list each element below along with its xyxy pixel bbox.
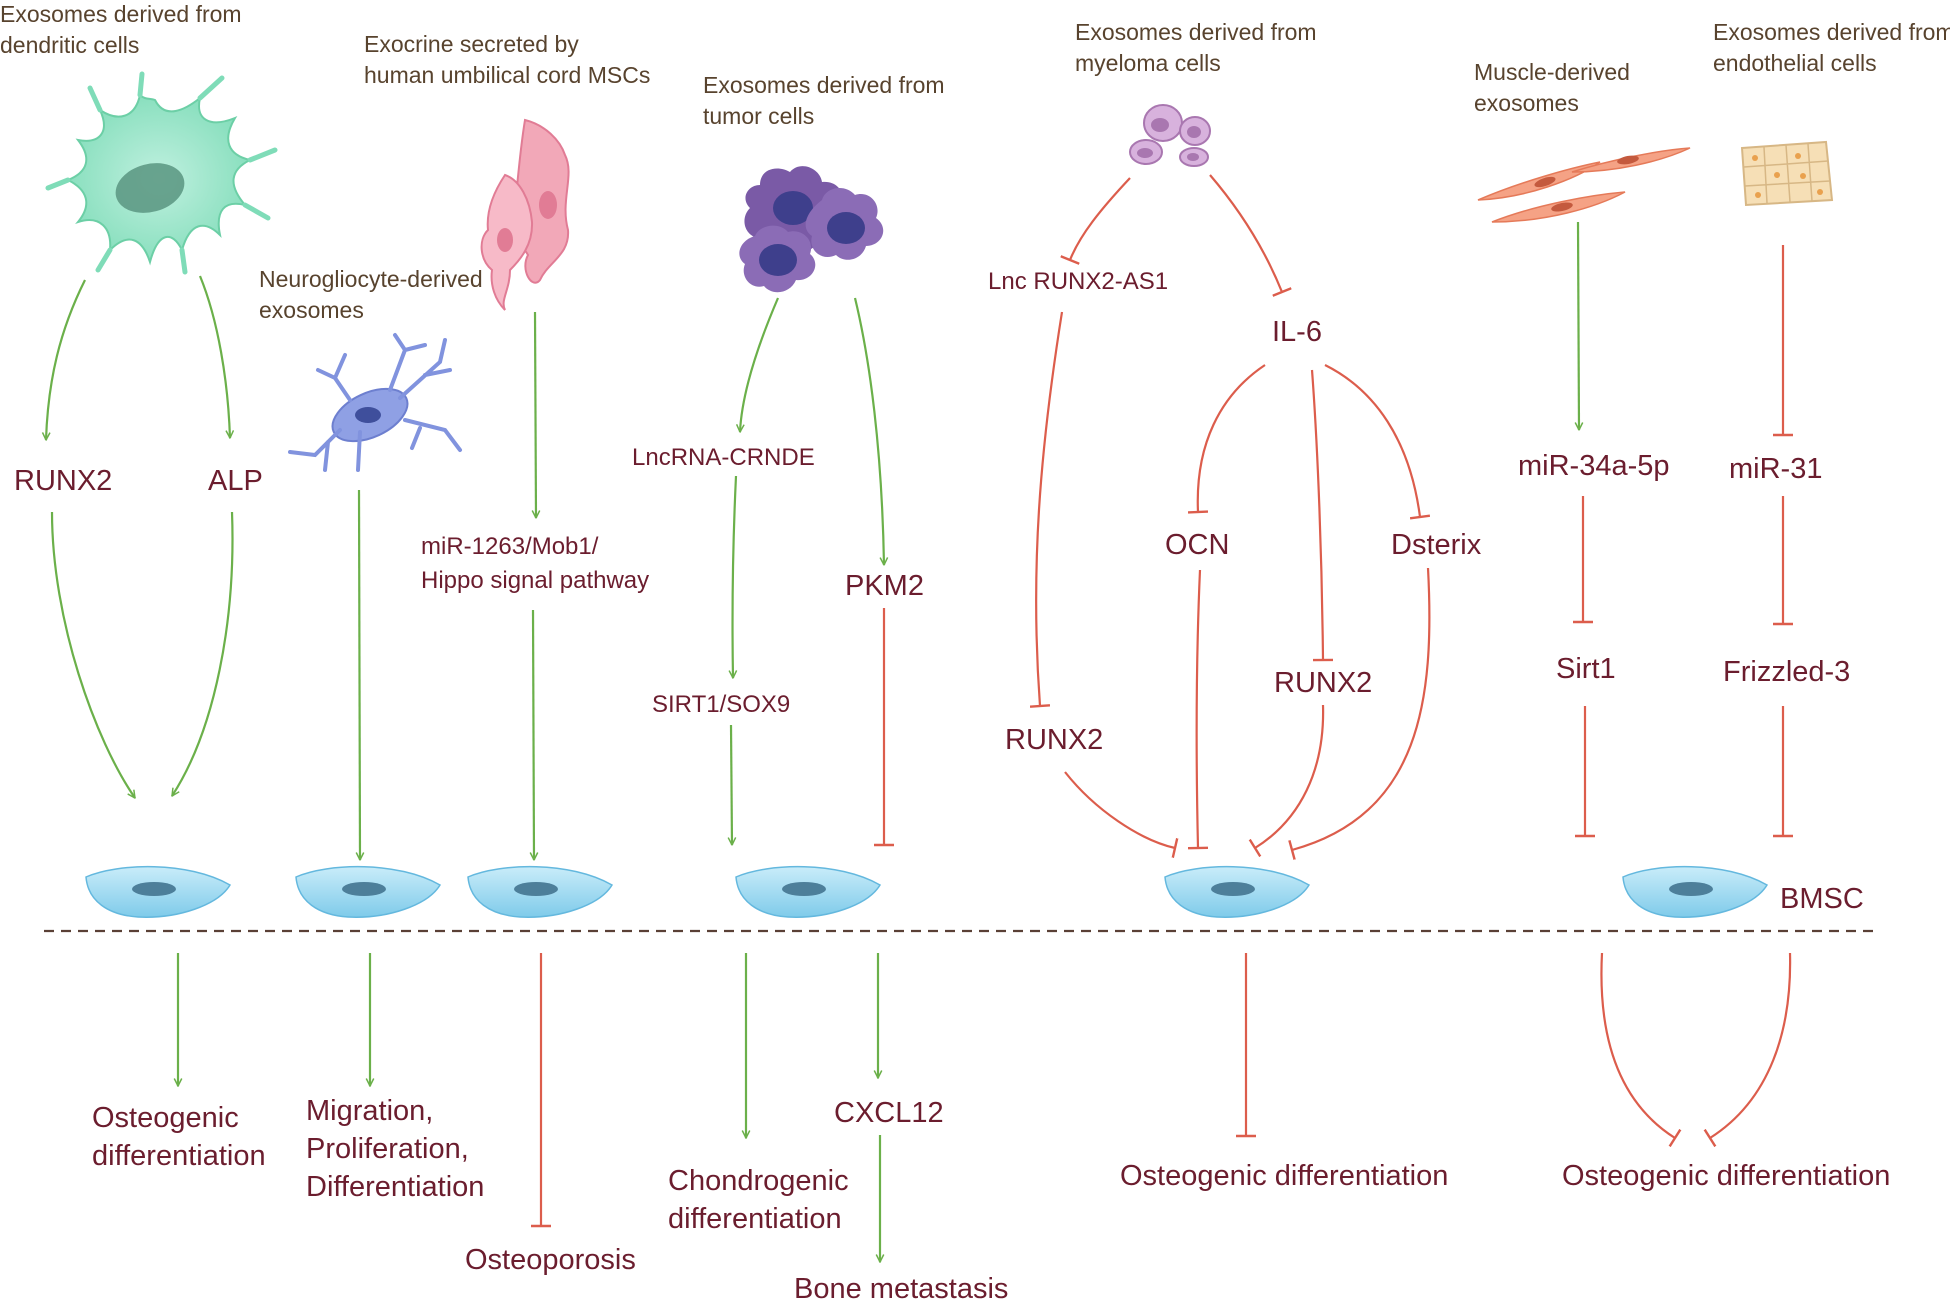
mediator-il6: IL-6	[1272, 316, 1322, 348]
source-tumor-line2: tumor cells	[703, 103, 814, 129]
dendritic-cell-icon	[45, 71, 278, 275]
outcome-chondrogenic: Chondrogenic differentiation	[668, 1165, 857, 1235]
mediator-mir34a-5p: miR-34a-5p	[1518, 450, 1670, 482]
inhibit-runx2-bmsc	[1064, 771, 1179, 859]
inhibit-endothelial-osteo	[1703, 952, 1792, 1148]
mediator-alp: ALP	[208, 465, 263, 497]
mediator-mir1263-pathway: miR-1263/Mob1/ Hippo signal pathway	[421, 533, 649, 594]
outcome-neuroglio-line3: Differentiation	[306, 1171, 484, 1203]
inhibit-muscle-osteo	[1600, 952, 1682, 1148]
outcome-osteoporosis: Osteoporosis	[465, 1244, 636, 1276]
source-muscle-line1: Muscle-derived	[1474, 59, 1630, 85]
inhibit-dsterix-bmsc	[1288, 567, 1431, 860]
source-label-umbilical: Exocrine secreted by human umbilical cor…	[364, 31, 650, 88]
mediator-sirt1-sox9: SIRT1/SOX9	[652, 691, 790, 718]
arrow-neuroglio-bmsc	[359, 489, 360, 860]
source-muscle-line2: exosomes	[1474, 90, 1579, 116]
bmsc-cell-icon	[467, 865, 613, 918]
mediator-mir1263-line2: Hippo signal pathway	[421, 567, 649, 594]
source-myeloma-line1: Exosomes derived from	[1075, 19, 1317, 45]
outcome-dendritic-line2: differentiation	[92, 1140, 266, 1172]
arrow-tumor-pkm2	[853, 297, 884, 565]
mediator-frizzled3: Frizzled-3	[1723, 656, 1850, 688]
inhibit-il6-runx2	[1310, 369, 1334, 662]
source-tumor-line1: Exosomes derived from	[703, 72, 945, 98]
mediator-runx2-dendritic: RUNX2	[14, 465, 112, 497]
inhibit-ocn-bmsc	[1187, 569, 1209, 850]
inhibit-myeloma-il6	[1209, 174, 1292, 297]
outcome-myeloma-osteo: Osteogenic differentiation	[1120, 1160, 1448, 1192]
inhibit-runx2il6-bmsc	[1248, 704, 1325, 858]
arrow-dc-runx2	[46, 279, 86, 440]
outcome-muscle-endo-osteo: Osteogenic differentiation	[1562, 1160, 1890, 1192]
source-dendritic-line2: dendritic cells	[0, 32, 139, 58]
mediator-dsterix: Dsterix	[1391, 529, 1482, 561]
bmsc-cell-icon	[735, 865, 881, 918]
mediator-mir31: miR-31	[1729, 453, 1822, 485]
arrow-sirt1-bmsc	[731, 724, 732, 845]
source-label-myeloma: Exosomes derived from myeloma cells	[1075, 19, 1323, 76]
arrow-umbilical-mir1263	[535, 311, 536, 518]
mediator-pkm2: PKM2	[845, 570, 924, 602]
arrow-crnde-sirt1	[732, 475, 736, 678]
neurogliocyte-icon	[288, 333, 462, 472]
umbilical-cord-msc-icon	[480, 118, 570, 311]
source-umbilical-line2: human umbilical cord MSCs	[364, 62, 650, 88]
mediator-runx2-il6: RUNX2	[1274, 667, 1372, 699]
source-endothelial-line2: endothelial cells	[1713, 50, 1877, 76]
mediator-lnc-runx2-as1: Lnc RUNX2-AS1	[988, 268, 1168, 295]
mediator-lncrna-crnde: LncRNA-CRNDE	[632, 444, 815, 471]
outcome-chondrogenic-line1: Chondrogenic	[668, 1165, 849, 1197]
myeloma-cells-icon	[1129, 104, 1211, 167]
arrow-dc-alp	[198, 275, 230, 438]
outcome-dendritic-line1: Osteogenic	[92, 1102, 239, 1134]
endothelial-cells-icon	[1740, 140, 1834, 207]
source-label-neuroglio: Neurogliocyte-derived exosomes	[259, 266, 489, 323]
arrow-runx2-osteo	[50, 511, 135, 798]
source-label-tumor: Exosomes derived from tumor cells	[703, 72, 951, 129]
inhibit-lnc-runx2	[1029, 311, 1064, 708]
outcome-neuroglio: Migration, Proliferation, Differentiatio…	[306, 1095, 484, 1203]
arrow-tumor-crnde	[740, 297, 780, 432]
muscle-cells-icon	[1477, 147, 1691, 223]
outcome-bone-metastasis: Bone metastasis	[794, 1273, 1008, 1303]
source-umbilical-line1: Exocrine secreted by	[364, 31, 579, 57]
outcome-neuroglio-line2: Proliferation,	[306, 1133, 469, 1165]
mediator-ocn: OCN	[1165, 529, 1229, 561]
outcome-chondrogenic-line2: differentiation	[668, 1203, 842, 1235]
mediator-sirt1: Sirt1	[1556, 653, 1616, 685]
inhibit-il6-ocn	[1187, 364, 1266, 514]
bmsc-cell-icon	[1622, 865, 1768, 918]
inhibit-myeloma-lnc	[1060, 177, 1131, 265]
tumor-cells-icon	[739, 166, 884, 293]
bmsc-cell-icon	[295, 865, 441, 918]
inhibit-il6-dsterix	[1324, 364, 1431, 520]
bmsc-cell-icon	[85, 865, 231, 918]
outcome-neuroglio-line1: Migration,	[306, 1095, 433, 1127]
source-myeloma-line2: myeloma cells	[1075, 50, 1221, 76]
source-neuroglio-line1: Neurogliocyte-derived	[259, 266, 483, 292]
source-label-dendritic: Exosomes derived from dendritic cells	[0, 1, 248, 58]
mediator-cxcl12: CXCL12	[834, 1097, 944, 1129]
outcome-dendritic: Osteogenic differentiation	[92, 1102, 266, 1172]
arrow-alp-osteo	[171, 511, 234, 796]
bmsc-label: BMSC	[1780, 883, 1864, 915]
arrow-muscle-mir34a	[1578, 221, 1579, 430]
source-neuroglio-line2: exosomes	[259, 297, 364, 323]
mediator-mir1263-line1: miR-1263/Mob1/	[421, 533, 599, 560]
source-dendritic-line1: Exosomes derived from	[0, 1, 242, 27]
bmsc-cell-icon	[1164, 865, 1310, 918]
source-endothelial-line1: Exosomes derived from	[1713, 19, 1950, 45]
source-label-muscle: Muscle-derived exosomes	[1474, 59, 1636, 116]
mediator-runx2-lnc: RUNX2	[1005, 724, 1103, 756]
source-label-endothelial: Exosomes derived from endothelial cells	[1713, 19, 1950, 76]
arrow-mir1263-bmsc	[533, 609, 534, 860]
